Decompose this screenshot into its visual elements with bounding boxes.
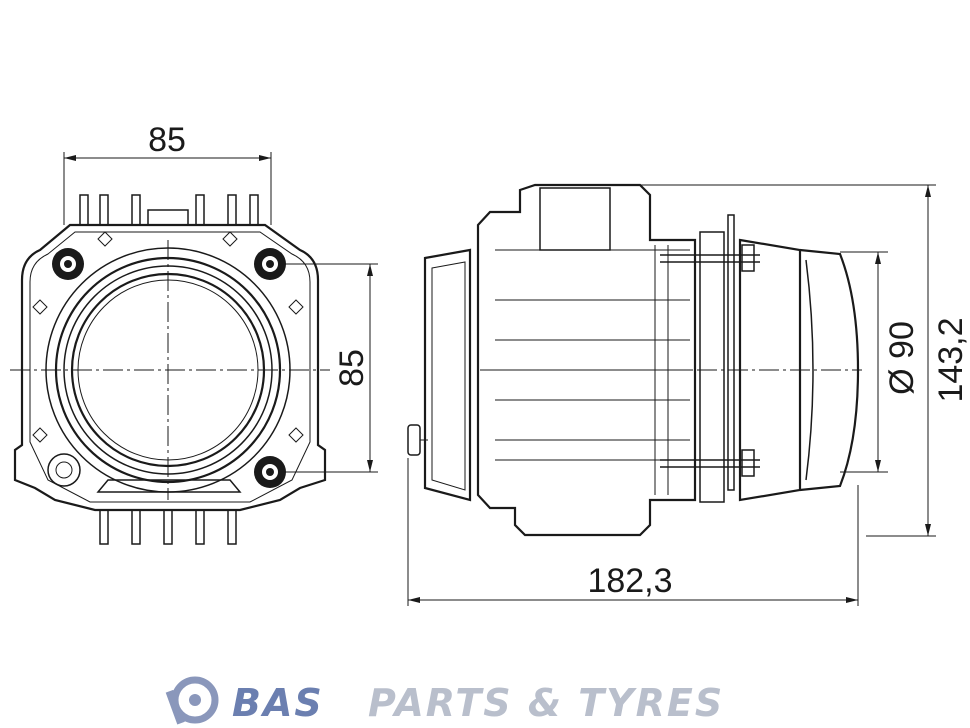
dimension-side-length: 182,3	[407, 458, 859, 606]
front-height-label: 85	[333, 349, 371, 387]
side-view: Ø 90 143,2 182,3	[407, 183, 970, 606]
side-height-label: 143,2	[932, 317, 970, 402]
lens-diameter-label: Ø 90	[883, 321, 921, 395]
front-view: 85 85	[10, 121, 378, 545]
watermark-logo: BAS PARTS & TYRES	[165, 676, 724, 725]
bottom-connector-pins	[99, 509, 237, 545]
dimension-lens-diameter: Ø 90	[840, 251, 921, 473]
dimension-front-height: 85	[285, 263, 378, 473]
front-housing	[13, 223, 327, 512]
top-connector-pins	[79, 194, 259, 226]
watermark-brand-rest: PARTS & TYRES	[368, 681, 724, 725]
front-width-label: 85	[148, 121, 186, 159]
watermark-brand-bold: BAS	[232, 681, 324, 725]
gear-icon	[165, 676, 219, 725]
dimension-side-height: 143,2	[640, 184, 970, 537]
front-screws	[32, 231, 304, 488]
dimension-front-width: 85	[63, 121, 272, 225]
side-length-label: 182,3	[587, 562, 672, 600]
